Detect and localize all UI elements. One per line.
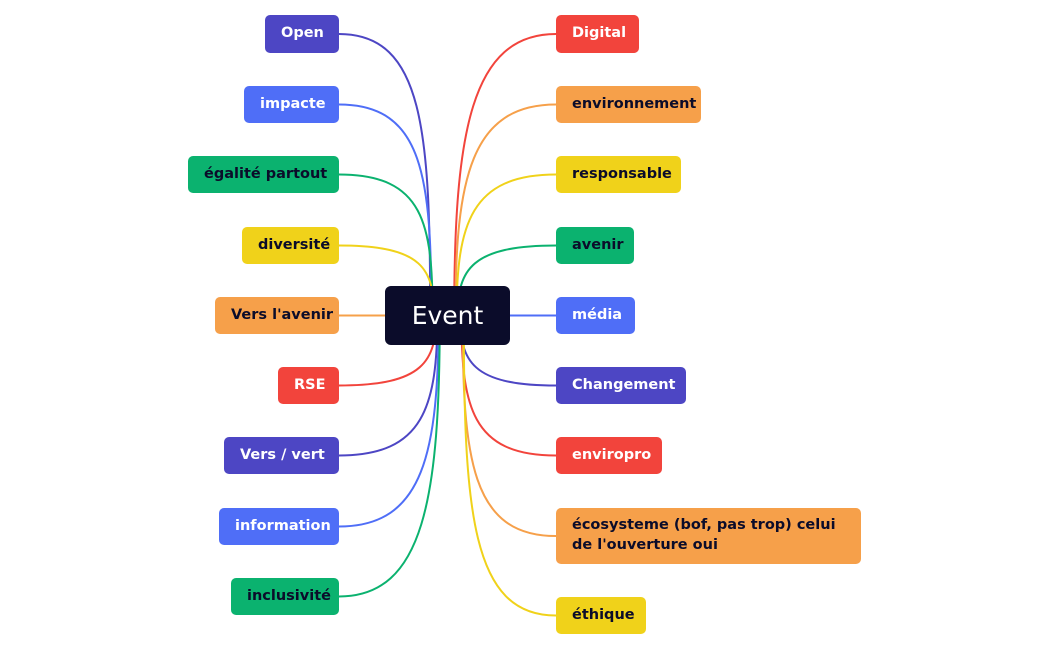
branch-node-diversite[interactable]: diversité (242, 227, 339, 264)
branch-node-vers-l-avenir[interactable]: Vers l'avenir (215, 297, 339, 334)
connector-left-inclusivite (338, 314, 441, 598)
branch-node-ethique[interactable]: éthique (556, 597, 646, 634)
branch-node-impacte[interactable]: impacte (244, 86, 339, 123)
branch-node-egalite-partout[interactable]: égalité partout (188, 156, 339, 193)
branch-node-open[interactable]: Open (265, 15, 339, 53)
connector-right-digital (453, 33, 557, 316)
connector-right-ecosysteme-bof-pas-trop-celui-de-l-ouverture-oui (461, 314, 557, 537)
branch-node-rse[interactable]: RSE (278, 367, 339, 404)
branch-node-environnement[interactable]: environnement (556, 86, 701, 123)
connector-right-responsable (455, 173, 557, 316)
branch-node-enviropro[interactable]: enviropro (556, 437, 662, 474)
connector-left-information (338, 314, 440, 528)
branch-node-vers-vert[interactable]: Vers / vert (224, 437, 339, 474)
connector-right-environnement (454, 103, 557, 316)
central-topic-node[interactable]: Event (385, 286, 510, 345)
branch-node-media[interactable]: média (556, 297, 635, 334)
connector-right-ethique (462, 314, 557, 617)
branch-node-changement[interactable]: Changement (556, 367, 686, 404)
connector-left-vers-vert (338, 314, 439, 457)
branch-node-information[interactable]: information (219, 508, 339, 545)
branch-node-responsable[interactable]: responsable (556, 156, 681, 193)
branch-node-avenir[interactable]: avenir (556, 227, 634, 264)
branch-node-digital[interactable]: Digital (556, 15, 639, 53)
branch-node-inclusivite[interactable]: inclusivité (231, 578, 339, 615)
branch-node-ecosysteme-bof-pas-trop-celui-de-l-ouverture-oui[interactable]: écosysteme (bof, pas trop) celui de l'ou… (556, 508, 861, 564)
connector-left-egalite-partout (338, 173, 434, 316)
